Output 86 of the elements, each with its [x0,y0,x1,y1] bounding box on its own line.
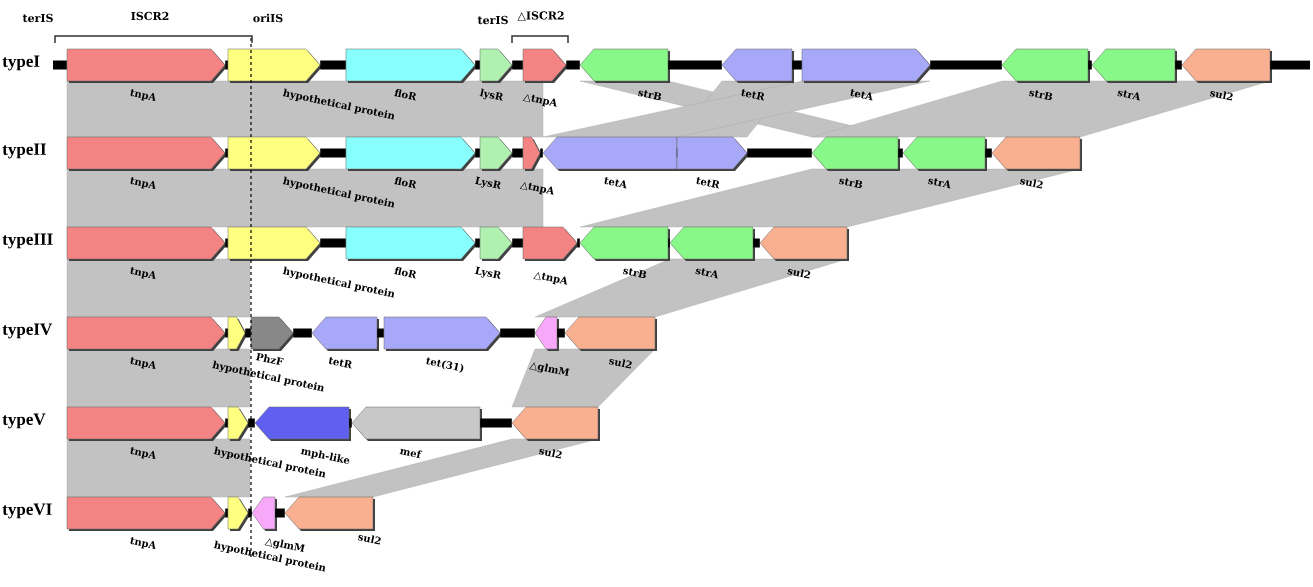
backbone-line [930,60,1002,70]
backbone-line [668,60,722,70]
gene-label: floR [394,177,416,189]
gene-label: mef [399,448,423,459]
backbone-line [293,328,312,338]
gene-label: sul2 [538,449,562,459]
gene-label: sul2 [1209,91,1233,101]
backbone-line [225,418,228,428]
gene-label: tnpA [130,447,156,460]
gene-label: strB [637,90,662,100]
backbone-line [480,418,512,428]
gene-label: △glmM [529,362,570,377]
region-label: oriIS [253,13,283,23]
track-label: typeII [2,143,46,159]
gene-label: LysR [474,266,501,280]
gene-label: tetA [604,177,627,189]
backbone-line [248,508,252,518]
backbone-line [1088,60,1092,70]
backbone-line [475,60,480,70]
gene-label: tnpA [130,89,156,102]
backbone-line [512,148,523,158]
track-label: typeVI [2,503,52,519]
gene-label: tnpA [130,357,156,370]
backbone-line [566,60,580,70]
gene-label: floR [394,267,416,279]
region-label: terIS [22,13,53,23]
backbone-line [53,60,67,70]
backbone-line [225,148,228,158]
gene-label: tetA [850,89,873,101]
backbone-line [512,238,523,248]
backbone-line [245,328,251,338]
backbone-line [225,60,228,70]
region-label: terIS [477,15,508,25]
backbone-line [1270,60,1310,70]
backbone-line [577,238,580,248]
gene-label: tnpA [130,177,156,190]
backbone-line [1175,60,1182,70]
gene-label: tet(31) [426,357,464,373]
backbone-line [320,238,346,248]
backbone-line [753,238,760,248]
gene-label: strA [695,268,718,279]
region-label: ISCR2 [131,11,169,21]
backbone-line [792,60,802,70]
gene-label: sul2 [1019,179,1043,189]
backbone-line [985,148,992,158]
gene-label: strA [927,178,951,189]
gene-label: △tnpA [522,94,557,107]
backbone-line [377,328,384,338]
track-label: typeV [2,413,46,429]
backbone-line [225,328,228,338]
gene-label: mph-like [300,448,350,464]
backbone-line [500,328,535,338]
backbone-line [225,508,228,518]
backbone-line [747,148,812,158]
gene-label: strA [1117,90,1140,101]
gene-label: sul2 [608,359,632,369]
gene-label: floR [394,89,416,101]
gene-label: strB [1028,90,1053,100]
gene-label: △tnpA [519,182,554,195]
gene-label: lysR [479,88,503,101]
backbone-line [275,508,285,518]
gene-label: △tnpA [533,272,568,285]
backbone-line [898,148,903,158]
track-label: typeI [2,55,40,71]
backbone-line [540,148,543,158]
gene-label: tetR [696,177,719,189]
backbone-line [225,238,228,248]
backbone-line [349,418,352,428]
gene-label: sul2 [357,535,381,545]
region-label: △ISCR2 [517,11,564,21]
gene-label: tetR [741,89,764,101]
backbone-line [557,328,565,338]
backbone-line [475,238,480,248]
backbone-line [668,238,670,248]
backbone-line [320,60,346,70]
gene-label: sul2 [787,269,811,279]
gene-label: strB [838,178,863,188]
gene-label: tnpA [130,267,156,280]
gene-label: tetR [329,357,352,369]
backbone-line [512,60,523,70]
backbone-line [248,418,255,428]
gene-label: LysR [474,176,501,190]
gene-label: tnpA [130,537,156,550]
gene-label: strB [622,268,647,278]
backbone-line [475,148,480,158]
backbone-line [320,148,346,158]
